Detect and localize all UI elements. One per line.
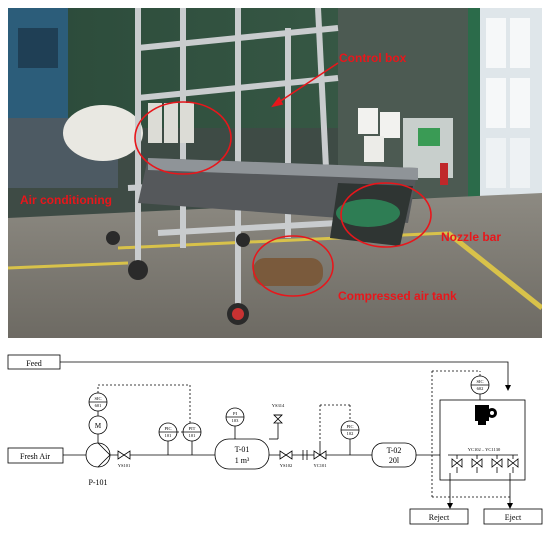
pump-p101 (85, 442, 111, 468)
eject-box (483, 508, 543, 525)
nozzle-bar-callout: Nozzle bar (441, 230, 501, 244)
air-conditioning-callout: Air conditioning (20, 193, 112, 207)
pic102-l1: PIC (346, 424, 353, 429)
valve-ys101 (117, 450, 131, 460)
valve-ys314 (273, 414, 283, 424)
pump-tag: P-101 (88, 478, 107, 487)
feed-line (60, 361, 509, 387)
fresh-air-box (7, 447, 64, 464)
yc101-label: YC101 (313, 463, 326, 468)
pit101-l1: PIT (189, 426, 196, 431)
nozzle-bar-enclosure (439, 399, 526, 481)
tank-t01-tag: T-01 (235, 445, 250, 454)
ys102-label: YS102 (280, 463, 293, 468)
nozzle-bar-ellipse (340, 182, 432, 248)
tank-t01 (214, 438, 270, 470)
air-tank-ellipse (252, 235, 334, 297)
tank-t01-size: 1 m³ (235, 456, 250, 465)
fresh-air-label: Fresh Air (20, 452, 50, 461)
sic602-l2: 602 (477, 386, 484, 391)
control-box-callout: Control box (339, 51, 407, 65)
sic601-l1: SIC (94, 396, 101, 401)
reject-label: Reject (429, 513, 450, 522)
pic102-l2: 102 (347, 431, 354, 436)
ys101-label: YS101 (118, 463, 131, 468)
nozzle-valve-array (451, 455, 519, 473)
air-conditioning-ellipse (134, 101, 232, 175)
pit101-l2: 101 (189, 433, 196, 438)
camera-icon (475, 405, 497, 425)
sic601-l2: 601 (95, 403, 102, 408)
tank-t02-tag: T-02 (387, 446, 402, 455)
eject-label: Eject (505, 513, 522, 522)
compressed-air-tank-callout: Compressed air tank (338, 289, 457, 303)
pi103-l1: PI (233, 411, 238, 416)
ys314-label: YS314 (272, 403, 285, 408)
pid-svg: Feed Fresh Air M P-101 SIC 601 PIC 101 P… (7, 354, 543, 525)
tank-t02-size: 20l (389, 456, 400, 465)
valve-ys102 (279, 450, 293, 460)
yc102-range-label: YC102 – YC1130 (468, 447, 501, 452)
feed-label: Feed (26, 359, 42, 368)
pi103-l2: 103 (232, 418, 240, 423)
motor-label: M (95, 422, 102, 430)
pid-diagram: Feed Fresh Air M P-101 SIC 601 PIC 101 P… (0, 345, 550, 530)
photo-illustration: Control box Air conditioning Nozzle bar … (8, 8, 542, 338)
reject-box (409, 508, 469, 525)
pic101-l1: PIC (164, 426, 171, 431)
lab-photo: Control box Air conditioning Nozzle bar … (8, 8, 542, 338)
pic101-l2: 101 (165, 433, 172, 438)
sic602-l1: SIC (476, 379, 483, 384)
